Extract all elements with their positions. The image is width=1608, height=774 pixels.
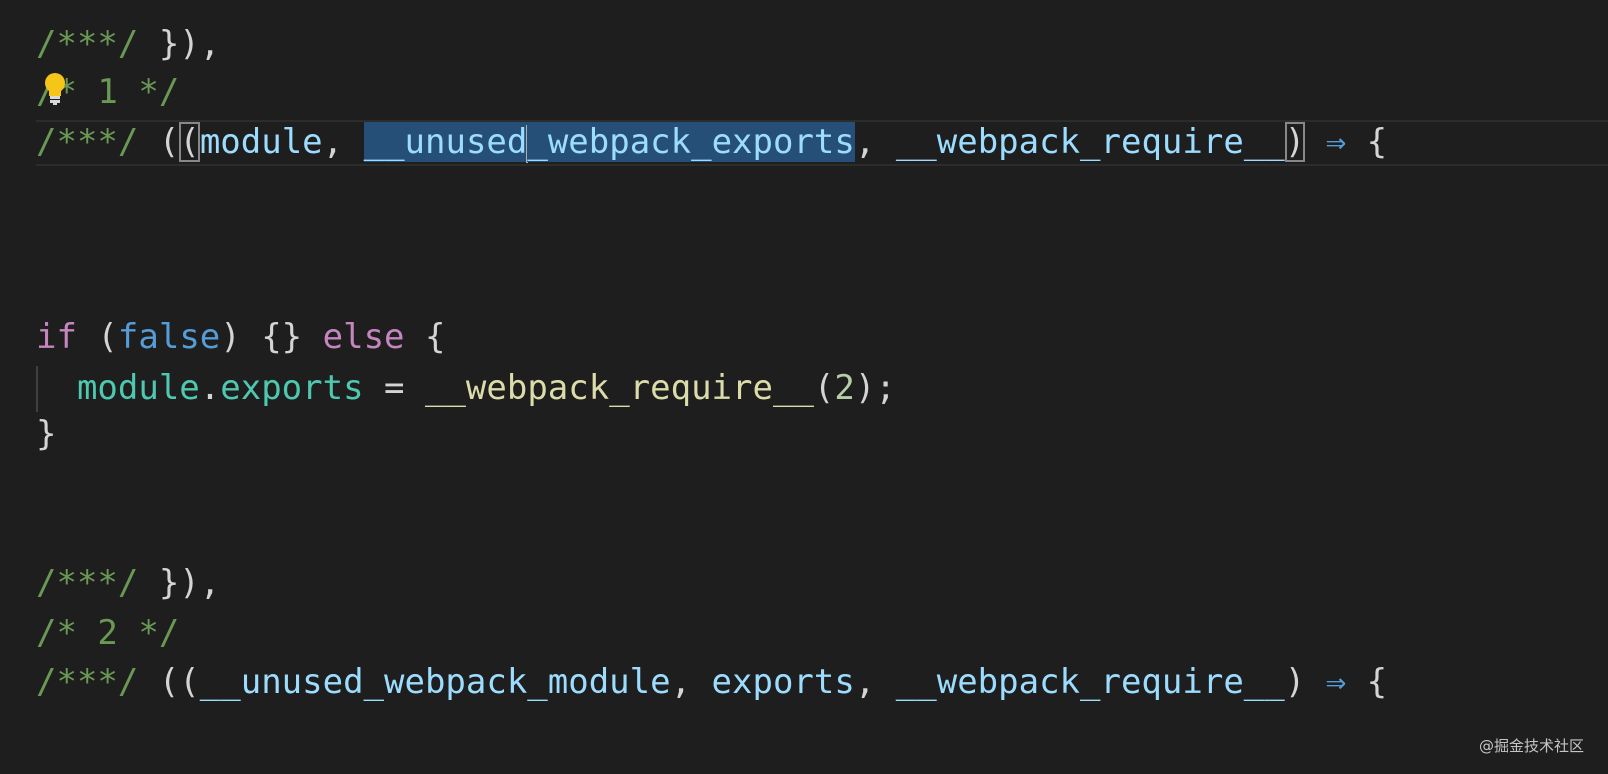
param-unused-module: __unused_webpack_module	[199, 662, 671, 702]
punctuation-token: }),	[138, 563, 221, 603]
selected-param-part-a[interactable]: __unused	[363, 122, 528, 162]
dot-token: .	[199, 368, 221, 408]
comma-token: ,	[854, 122, 896, 162]
punctuation-token: }),	[138, 24, 221, 64]
function-call-token: __webpack_require__	[424, 368, 814, 408]
lightbulb-icon[interactable]	[42, 72, 68, 106]
code-line-6[interactable]: }	[36, 410, 56, 458]
param-webpack-require: __webpack_require__	[895, 122, 1285, 162]
code-line-5[interactable]: module.exports = __webpack_require__(2);	[36, 364, 896, 412]
paren-token: );	[854, 368, 896, 408]
code-line-4[interactable]: if (false) {} else {	[36, 313, 445, 361]
paren-token: (	[158, 122, 180, 162]
param-exports: exports	[711, 662, 855, 702]
brace-token: {	[404, 317, 446, 357]
comment-token: /***/	[36, 24, 139, 64]
assign-token: =	[363, 368, 425, 408]
arrow-token: ⇒	[1305, 662, 1367, 702]
param-module: module	[199, 122, 323, 162]
comment-token: /* 2 */	[36, 613, 180, 653]
comma-token: ,	[322, 122, 364, 162]
code-line-9[interactable]: /***/ ((__unused_webpack_module, exports…	[36, 658, 1387, 706]
boolean-false: false	[117, 317, 221, 357]
lightbulb-icon-graphic	[45, 73, 65, 105]
brace-token: }	[36, 414, 57, 454]
exports-token: exports	[220, 368, 364, 408]
param-webpack-require: __webpack_require__	[895, 662, 1285, 702]
code-line-8[interactable]: /* 2 */	[36, 609, 179, 657]
current-line-highlight	[36, 120, 1608, 166]
space-token	[138, 122, 158, 162]
comma-token: ,	[854, 662, 896, 702]
code-line-3[interactable]: /***/ ((module, __unused_webpack_exports…	[36, 118, 1387, 166]
keyword-if: if	[36, 317, 77, 357]
paren-token: ((	[138, 662, 200, 702]
paren-token: (	[813, 368, 835, 408]
watermark: @掘金技术社区	[1478, 737, 1584, 755]
number-token: 2	[834, 368, 855, 408]
indent-guide	[36, 366, 38, 412]
paren-token: ) {}	[220, 317, 323, 357]
comment-token: /***/	[36, 563, 139, 603]
paren-token: (	[76, 317, 118, 357]
keyword-else: else	[322, 317, 405, 357]
brace-token: {	[1366, 662, 1388, 702]
code-line-1[interactable]: /***/ }),	[36, 20, 220, 68]
paren-token: )	[1284, 662, 1306, 702]
matching-bracket-close: )	[1284, 122, 1306, 162]
indent-token	[36, 368, 77, 408]
comment-token: /***/	[36, 662, 139, 702]
comment-token: /***/	[36, 122, 139, 162]
selected-param-part-b[interactable]: _webpack_exports	[527, 122, 855, 162]
arrow-token: ⇒	[1305, 122, 1367, 162]
brace-token: {	[1366, 122, 1388, 162]
matching-bracket-open: (	[179, 122, 200, 162]
module-token: module	[76, 368, 200, 408]
comma-token: ,	[670, 662, 712, 702]
code-line-7[interactable]: /***/ }),	[36, 559, 220, 607]
